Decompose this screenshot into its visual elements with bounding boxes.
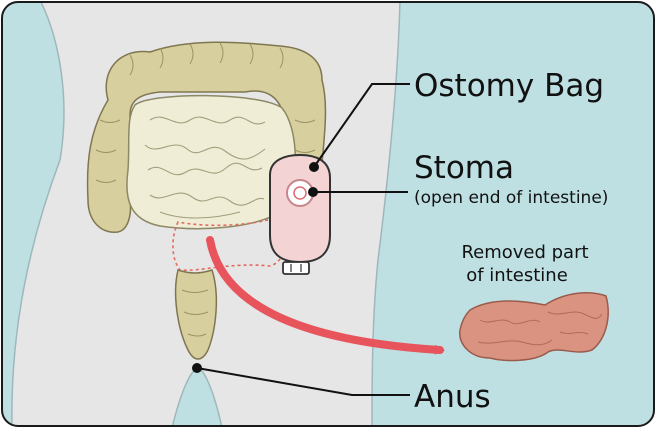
removed-part-label-line2: of intestine xyxy=(466,265,568,286)
anus-leader-dot xyxy=(192,363,202,373)
ostomy-bag-clip[interactable] xyxy=(283,262,309,274)
stoma-opening xyxy=(294,187,306,199)
anus-label: Anus xyxy=(414,379,491,415)
removed-part-label-line1: Removed part xyxy=(461,242,588,263)
stoma-note: (open end of intestine) xyxy=(414,188,608,208)
ostomy-bag-leader-dot xyxy=(309,162,319,172)
stoma-label: Stoma xyxy=(414,150,514,186)
ostomy-bag[interactable] xyxy=(270,155,330,262)
ostomy-bag-label: Ostomy Bag xyxy=(414,68,604,104)
stoma-leader-dot xyxy=(308,187,318,197)
